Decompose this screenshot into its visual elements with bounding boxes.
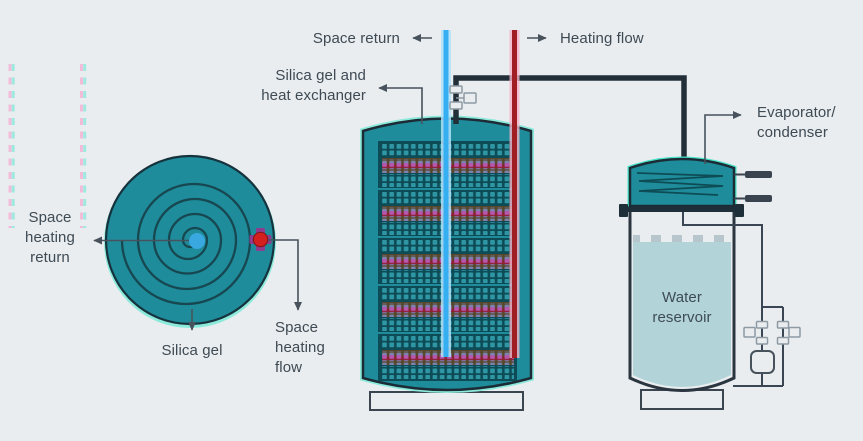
connecting-pipe: [453, 75, 687, 162]
reservoir-pedestal: [640, 389, 724, 410]
evaporator-condenser-vessel: [619, 156, 772, 217]
circuit-pipe: [682, 208, 763, 307]
label-evaporator-condenser: Evaporator/ condenser: [757, 104, 836, 141]
flow-port-valve-icon: [249, 228, 272, 251]
decor-dashed-lines: [8, 64, 87, 228]
trunnion: [619, 204, 628, 217]
label-space-return: Space return: [312, 30, 400, 47]
pipes: [441, 30, 687, 358]
label-heating-flow: Heating flow: [560, 30, 644, 47]
circuit-pipe: [733, 306, 784, 387]
label-space-heating-return: Space heating return: [25, 209, 75, 266]
spiral-coil: [120, 182, 252, 306]
water: [633, 242, 731, 387]
evaporator-circuit: [682, 208, 801, 387]
reservoir-rim: [626, 206, 738, 212]
label-water-reservoir: Water reservoir: [652, 289, 712, 326]
pump-icon: [750, 350, 775, 374]
evaporator-pointer: [704, 110, 742, 164]
evaporator-ports: [734, 171, 772, 202]
label-silica-heat-exchanger: Silica gel and heat exchanger: [261, 67, 366, 104]
tank-pedestal: [369, 391, 524, 411]
silica-gel-spiral: [93, 154, 303, 331]
pointer-arrows: [378, 33, 742, 164]
water-surface: [633, 235, 731, 242]
valve-icon: [776, 320, 801, 345]
silica-heat-exchanger-pointer: [378, 83, 423, 124]
coil-icon: [636, 172, 724, 196]
valve-icon: [449, 85, 477, 110]
space-heating-flow-arrow: [268, 239, 303, 311]
valve-icon: [743, 320, 769, 345]
return-port-dot: [189, 233, 205, 249]
water-reservoir-tank: [628, 212, 736, 410]
evaporator-body: [628, 157, 736, 208]
label-space-heating-flow: Space heating flow: [275, 319, 325, 376]
label-silica-gel: Silica gel: [161, 342, 223, 359]
trunnion: [735, 204, 744, 217]
